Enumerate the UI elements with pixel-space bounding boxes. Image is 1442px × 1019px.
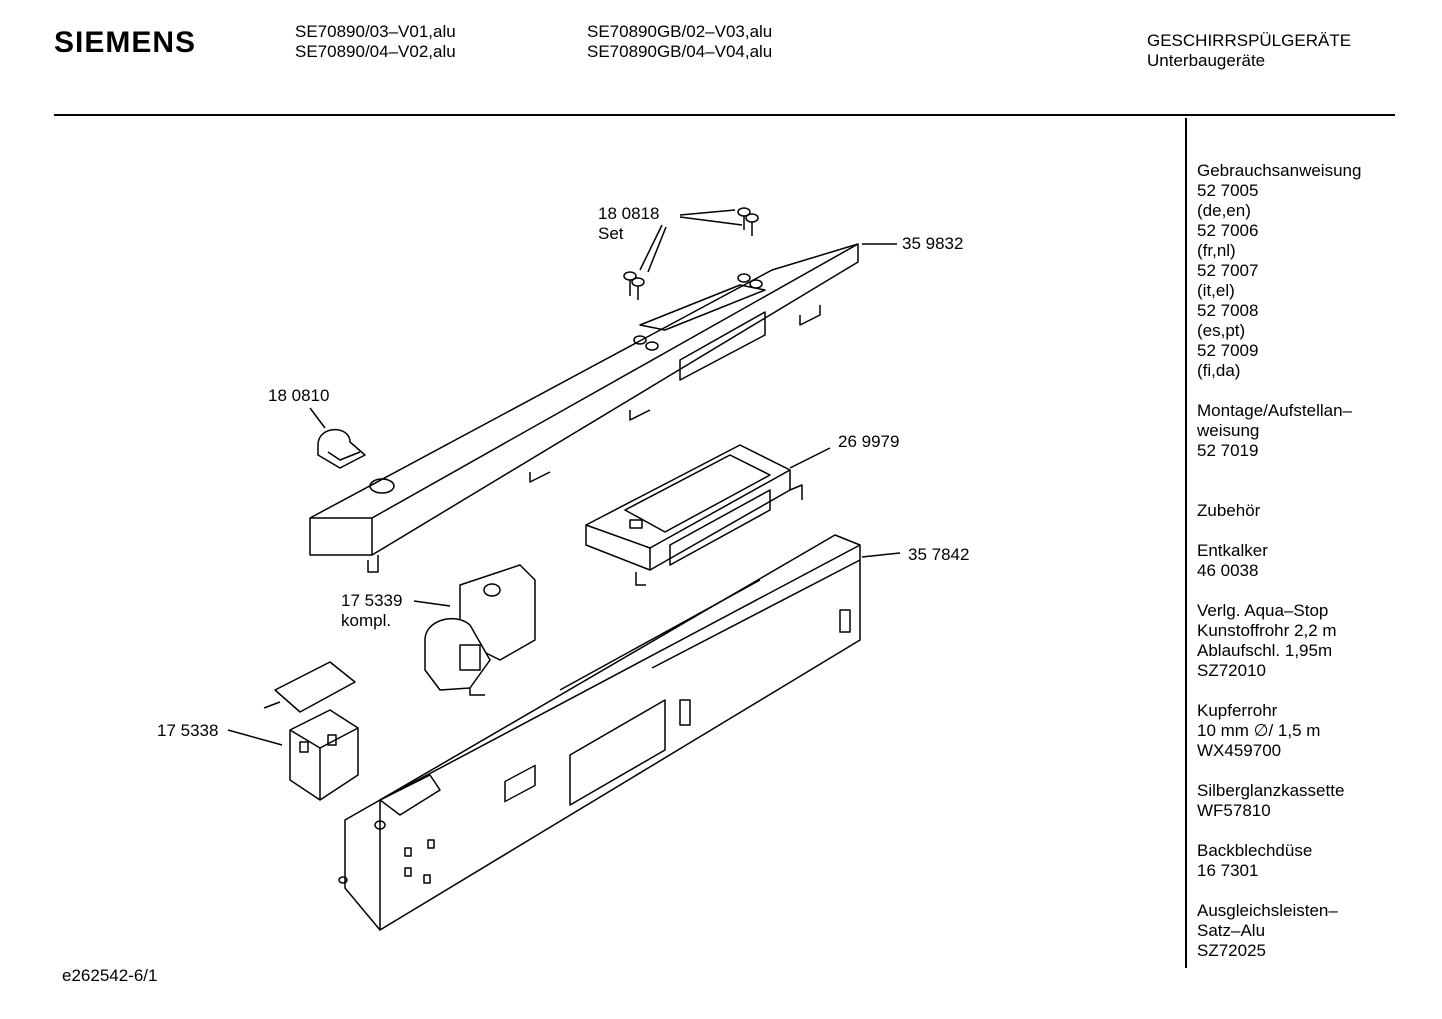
exploded-view-diagram <box>227 207 901 931</box>
sidebar-line: (fr,nl) <box>1197 241 1236 260</box>
sidebar-spacer <box>1197 461 1437 481</box>
sidebar-spacer <box>1197 381 1437 401</box>
sidebar-line: Verlg. Aqua–Stop <box>1197 601 1329 620</box>
sidebar-line: (de,en) <box>1197 201 1251 220</box>
sidebar-line: 52 7007 <box>1197 261 1259 280</box>
subcategory-title: Unterbaugeräte <box>1147 51 1266 70</box>
part-number: 35 7842 <box>908 545 970 564</box>
sidebar-line: SZ72010 <box>1197 661 1266 680</box>
part-number: 18 0810 <box>268 386 330 405</box>
sidebar-line: Ausgleichsleisten– <box>1197 901 1338 920</box>
display-module-part <box>585 444 803 586</box>
part-note: kompl. <box>341 611 392 630</box>
sidebar-line: SZ72025 <box>1197 941 1266 960</box>
sidebar-line: 52 7006 <box>1197 221 1259 240</box>
sidebar-line: Silberglanzkassette <box>1197 781 1345 800</box>
sidebar-line: weisung <box>1197 421 1260 440</box>
model-code: SE70890GB/04–V04,alu <box>587 42 773 61</box>
sidebar-line: Ablaufschl. 1,95m <box>1197 641 1333 660</box>
sidebar-spacer <box>1197 481 1437 501</box>
brand-logo: SIEMENS <box>54 26 197 59</box>
model-list-2: SE70890GB/02–V03,alu SE70890GB/04–V04,al… <box>587 22 772 62</box>
leader-line <box>861 552 901 558</box>
part-number: 26 9979 <box>838 432 900 451</box>
sidebar-line: (fi,da) <box>1197 361 1241 380</box>
part-number: 18 0818 <box>598 204 660 223</box>
sidebar-line: 10 mm ∅/ 1,5 m <box>1197 721 1321 740</box>
sidebar-line: Satz–Alu <box>1197 921 1266 940</box>
model-code: SE70890/04–V02,alu <box>295 42 456 61</box>
relay-part <box>227 661 359 801</box>
part-number: 35 9832 <box>902 234 964 253</box>
part-number: 17 5338 <box>157 721 219 740</box>
header-divider <box>54 114 1395 116</box>
sidebar-line: Backblechdüse <box>1197 841 1313 860</box>
switch-part <box>413 564 536 696</box>
diagram-code: e262542-6/1 <box>62 966 158 985</box>
sidebar-line: WF57810 <box>1197 801 1271 820</box>
sidebar-line: 52 7008 <box>1197 301 1259 320</box>
leader-line <box>789 447 831 469</box>
sidebar-spacer <box>1197 521 1437 541</box>
sidebar-line: Zubehör <box>1197 501 1261 520</box>
model-code: SE70890/03–V01,alu <box>295 22 456 41</box>
part-label: 18 0818 Set <box>598 204 659 244</box>
sidebar-line: (es,pt) <box>1197 321 1246 340</box>
screw-set-part <box>623 207 759 300</box>
model-list-1: SE70890/03–V01,alu SE70890/04–V02,alu <box>295 22 456 62</box>
sidebar-spacer <box>1197 881 1437 901</box>
sidebar-spacer <box>1197 821 1437 841</box>
sidebar-line: WX459700 <box>1197 741 1282 760</box>
sidebar-spacer <box>1197 761 1437 781</box>
clip-part <box>309 407 366 469</box>
part-label: 17 5339 kompl. <box>341 591 402 631</box>
sidebar-line: (it,el) <box>1197 281 1235 300</box>
sidebar-line: 52 7005 <box>1197 181 1259 200</box>
category-title: GESCHIRRSPÜLGERÄTE <box>1147 31 1352 50</box>
sidebar-line: 46 0038 <box>1197 561 1259 580</box>
sidebar-line: Kunstoffrohr 2,2 m <box>1197 621 1337 640</box>
sidebar-divider <box>1185 118 1187 968</box>
part-number: 17 5339 <box>341 591 403 610</box>
sidebar-line: Kupferrohr <box>1197 701 1278 720</box>
sidebar-spacer <box>1197 581 1437 601</box>
model-code: SE70890GB/02–V03,alu <box>587 22 773 41</box>
sidebar-line: Entkalker <box>1197 541 1268 560</box>
housing-part <box>338 534 861 931</box>
sidebar-line: 52 7009 <box>1197 341 1259 360</box>
sidebar-line: 16 7301 <box>1197 861 1259 880</box>
control-panel-part <box>309 243 859 573</box>
sidebar-line: Gebrauchsanweisung <box>1197 161 1362 180</box>
sidebar-line: 52 7019 <box>1197 441 1259 460</box>
sidebar-spacer <box>1197 681 1437 701</box>
sidebar-line: Montage/Aufstellan– <box>1197 401 1352 420</box>
part-note: Set <box>598 224 624 243</box>
